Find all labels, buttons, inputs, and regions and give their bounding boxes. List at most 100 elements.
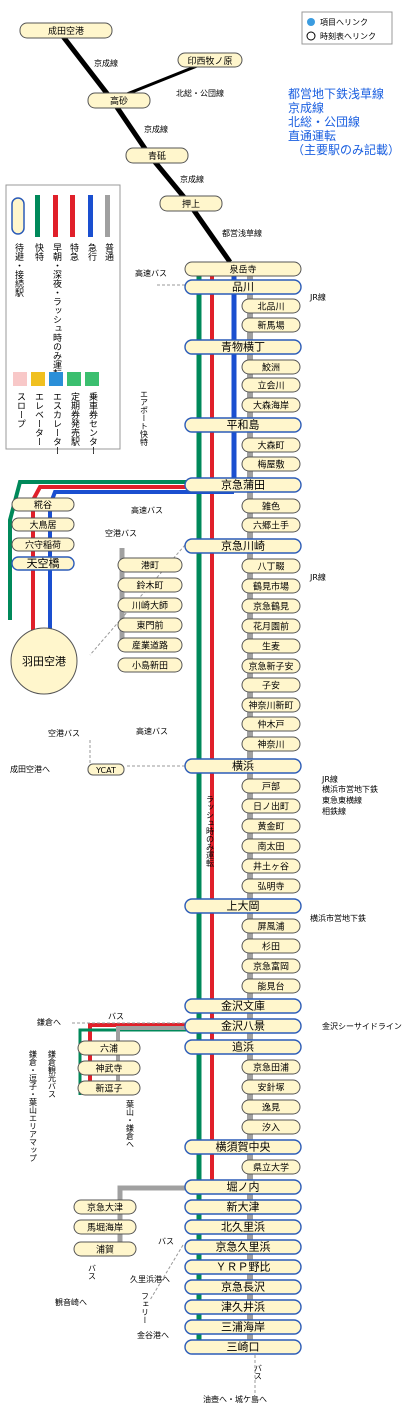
station-main[interactable]: 戸部 [262, 781, 280, 793]
station-inzai[interactable]: 印西牧ノ原 [187, 55, 232, 67]
station-daishi-branch[interactable]: 鈴木町 [136, 580, 163, 592]
station-box [184, 1319, 302, 1335]
station-box [241, 1159, 301, 1175]
station-narita-airport[interactable]: 成田空港 [48, 25, 84, 37]
station-main[interactable]: 黄金町 [257, 821, 284, 833]
station-main[interactable]: 日ノ出町 [253, 801, 289, 813]
station-daishi-branch[interactable]: 川崎大師 [132, 600, 168, 612]
airport-bus-label[interactable]: 空港バス [105, 528, 137, 538]
bus-line [149, 1244, 184, 1301]
station-main[interactable]: 仲木戸 [257, 719, 284, 731]
station-box [241, 878, 301, 894]
ycat-label[interactable]: YCAT [95, 766, 116, 775]
station-main[interactable]: 三崎口 [227, 1340, 260, 1354]
station-main[interactable]: 神奈川 [257, 739, 284, 751]
station-main[interactable]: 京急新子安 [248, 661, 293, 673]
station-main[interactable]: 鶴見市場 [253, 581, 289, 593]
station-main[interactable]: 八丁畷 [257, 562, 284, 573]
station-uraga-branch[interactable]: 馬堀海岸 [87, 1222, 123, 1234]
station-daishi-branch[interactable]: 小島新田 [132, 660, 168, 672]
station-main[interactable]: 梅屋敷 [257, 459, 284, 471]
station-main[interactable]: 生麦 [262, 641, 280, 653]
station-main[interactable]: 杉田 [262, 941, 280, 953]
station-takasago[interactable]: 高砂 [110, 95, 128, 107]
station-main[interactable]: 立会川 [257, 380, 284, 392]
station-main[interactable]: 三浦海岸 [221, 1320, 265, 1334]
station-main[interactable]: 北品川 [257, 302, 284, 313]
station-main[interactable]: 堀ノ内 [227, 1180, 260, 1194]
station-main[interactable]: 金沢八景 [221, 1019, 265, 1033]
station-main[interactable]: 京急久里浜 [216, 1240, 271, 1254]
station-main[interactable]: 京急川崎 [221, 539, 265, 553]
station-main[interactable]: 弘明寺 [257, 882, 284, 893]
highway-bus-label[interactable]: 高速バス [136, 726, 168, 736]
station-main[interactable]: 県立大学 [253, 1162, 289, 1174]
station-airport-branch[interactable]: 穴守稲荷 [25, 539, 61, 551]
station-main[interactable]: 津久井浜 [221, 1300, 265, 1314]
station-main[interactable]: 金沢文庫 [221, 999, 265, 1013]
station-main[interactable]: 品川 [232, 281, 254, 294]
station-main[interactable]: 横須賀中央 [216, 1140, 271, 1154]
station-uraga-branch[interactable]: 京急大津 [87, 1202, 123, 1214]
station-main[interactable]: 大森町 [257, 440, 284, 452]
station-main[interactable]: 北久里浜 [221, 1221, 265, 1234]
highway-bus-label[interactable]: 高速バス [135, 268, 167, 278]
station-main[interactable]: 京急鶴見 [253, 601, 289, 613]
station-main[interactable]: 平和島 [227, 418, 260, 432]
kamakura-bus-link[interactable]: 鎌倉観光バス [48, 1049, 57, 1098]
station-main[interactable]: 青物横丁 [221, 340, 265, 354]
station-box [184, 1239, 302, 1255]
station-daishi-branch[interactable]: 港町 [141, 560, 159, 572]
station-main[interactable]: 追浜 [232, 1040, 254, 1054]
station-main[interactable]: 神奈川新町 [248, 700, 293, 712]
station-main[interactable]: 京急長沢 [221, 1280, 265, 1294]
station-airport-branch[interactable]: 天空橋 [27, 556, 60, 570]
station-main[interactable]: 安針塚 [257, 1082, 284, 1094]
station-zushi-branch[interactable]: 新逗子 [95, 1083, 122, 1095]
station-main[interactable]: 京急富岡 [253, 961, 289, 973]
station-main[interactable]: 京急蒲田 [221, 478, 265, 492]
station-aoto[interactable]: 青砥 [148, 150, 166, 162]
station-box [241, 677, 301, 693]
station-main[interactable]: 能見台 [257, 981, 284, 993]
station-daishi-branch[interactable]: 産業道路 [132, 640, 168, 652]
station-box [117, 617, 183, 633]
station-main[interactable]: 六郷土手 [253, 520, 289, 532]
station-haneda[interactable]: 羽田空港 [22, 654, 66, 668]
legend-kaitoku-swatch [35, 195, 40, 237]
station-main[interactable]: 汐入 [262, 1122, 280, 1134]
station-main[interactable]: 泉岳寺 [229, 264, 256, 276]
highway-bus-label[interactable]: 高速バス [131, 505, 163, 515]
station-main[interactable]: 横浜 [232, 759, 254, 773]
station-airport-branch[interactable]: 大鳥居 [29, 519, 56, 531]
legend-type: 普通 [103, 242, 114, 262]
station-main[interactable]: 新大津 [227, 1200, 260, 1214]
station-uraga-branch[interactable]: 浦賀 [96, 1244, 114, 1256]
station-main[interactable]: 屏風浦 [257, 921, 284, 933]
kamakura-map-link[interactable]: 鎌倉・逗子・葉山エリアマップ [29, 1049, 38, 1162]
line-label: 都営浅草線 [222, 228, 262, 238]
station-airport-branch[interactable]: 糀谷 [34, 499, 52, 511]
station-main[interactable]: 子安 [262, 680, 280, 692]
station-main[interactable]: 井土ヶ谷 [253, 861, 289, 873]
station-main[interactable]: 上大岡 [227, 899, 260, 913]
station-zushi-branch[interactable]: 六浦 [100, 1043, 118, 1055]
station-main[interactable]: 鮫洲 [262, 362, 280, 374]
station-main[interactable]: 花月園前 [253, 621, 289, 633]
station-main[interactable]: 逸見 [262, 1103, 280, 1114]
station-box [77, 1040, 141, 1056]
station-main[interactable]: 雑色 [262, 501, 280, 513]
station-zushi-branch[interactable]: 神武寺 [95, 1063, 122, 1075]
airport-bus-label[interactable]: 空港バス [48, 728, 80, 738]
station-main[interactable]: 新馬場 [257, 320, 284, 332]
station-main[interactable]: 京急田浦 [253, 1062, 289, 1074]
bus-label: バス [158, 1237, 174, 1246]
bus-label: バス [88, 1264, 97, 1280]
line-label: 京成線 [144, 124, 168, 134]
station-main[interactable]: 大森海岸 [253, 400, 289, 412]
airport-express-label: エアポート快特 [140, 390, 149, 446]
station-daishi-branch[interactable]: 東門前 [136, 620, 163, 632]
station-oshiage[interactable]: 押上 [182, 198, 200, 210]
station-main[interactable]: ＹＲＰ野比 [216, 1261, 271, 1274]
station-main[interactable]: 南太田 [257, 841, 284, 853]
